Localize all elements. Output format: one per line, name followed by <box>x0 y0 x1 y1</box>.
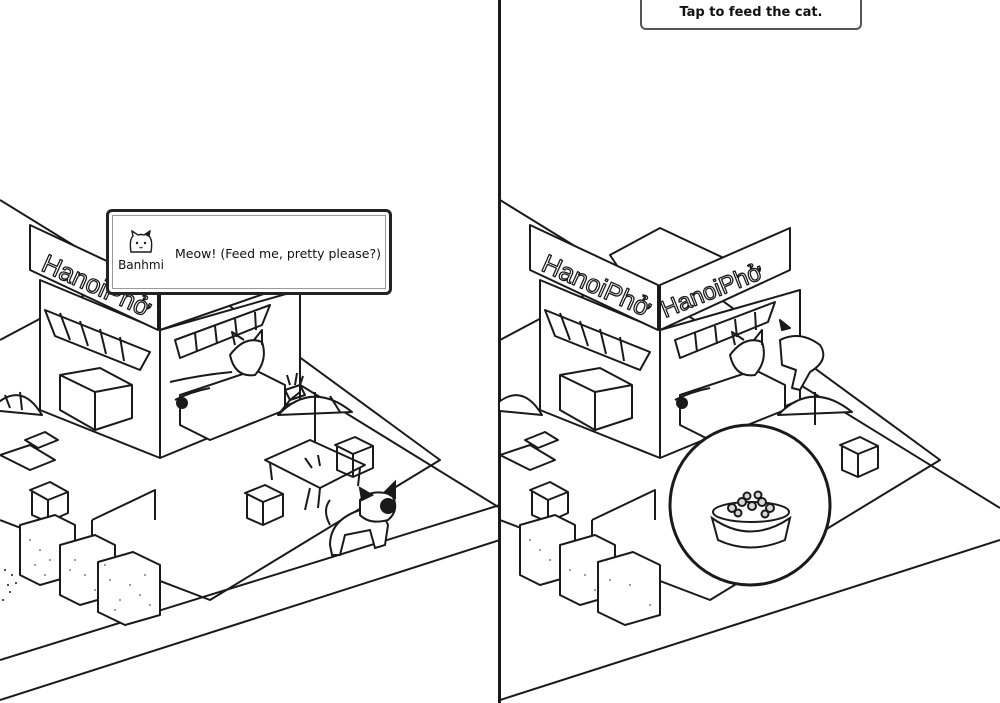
hint-banner: Tap to feed the cat. <box>640 0 862 30</box>
street-scene-right: HanoiPhở HanoiPhở <box>500 199 1000 701</box>
dialog-message: Meow! (Feed me, pretty please?) <box>175 246 381 261</box>
cat-food-bowl-icon <box>710 490 792 549</box>
cat-face-icon <box>129 230 153 253</box>
scene-right[interactable]: HanoiPhở HanoiPhở <box>500 0 1000 703</box>
banhmi-cat <box>325 479 397 556</box>
speaker-name: Banhmi <box>118 258 164 272</box>
street-scene-left: HanoiPhở <box>0 199 500 701</box>
speaker-block: Banhmi <box>115 230 167 272</box>
hint-text: Tap to feed the cat. <box>679 5 823 20</box>
dialog-box[interactable]: Banhmi Meow! (Feed me, pretty please?) <box>106 209 392 295</box>
panel-divider <box>498 0 501 703</box>
scene-left[interactable]: HanoiPhở <box>0 0 500 703</box>
